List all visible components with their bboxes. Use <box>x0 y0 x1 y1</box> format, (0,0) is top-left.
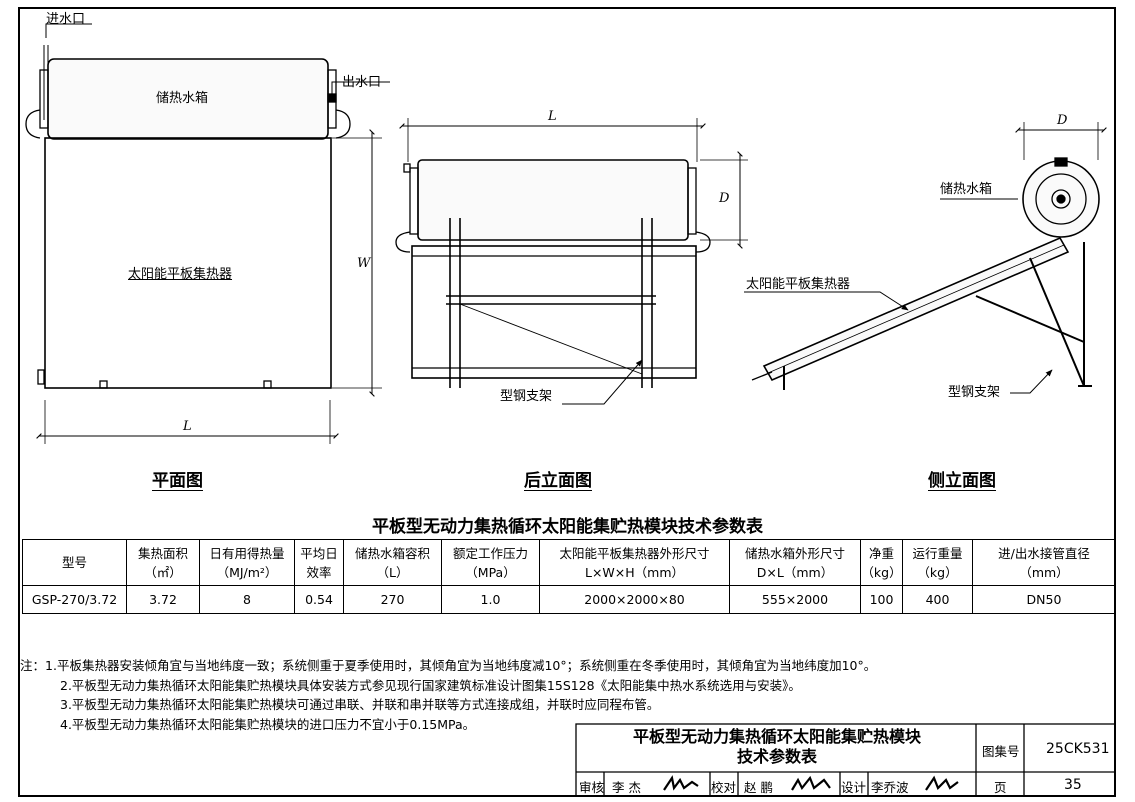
header-operating-weight: 运行重量（kg） <box>902 539 973 586</box>
sheet-border <box>18 7 1116 797</box>
side-collector-label: 太阳能平板集热器 <box>746 277 851 292</box>
note-item: 注：1.平板集热器安装倾角宜与当地纬度一致；系统侧重于夏季使用时，其倾角宜为当地… <box>20 658 877 673</box>
table-title: 平板型无动力集热循环太阳能集贮热模块技术参数表 <box>372 517 763 537</box>
spec-table: 型号 集热面积（㎡） 日有用得热量（MJ/m²） 平均日效率 储热水箱容积（L）… <box>22 539 1116 614</box>
notes-prefix: 注： <box>20 658 46 673</box>
atlas-label: 图集号 <box>982 744 1020 759</box>
review-label: 审核 <box>579 780 605 795</box>
inlet-label: 进水口 <box>46 12 86 27</box>
cell-tank-volume: 270 <box>343 585 442 614</box>
side-view-title: 侧立面图 <box>928 471 996 491</box>
cell-daily-heat: 8 <box>199 585 295 614</box>
checker-name: 赵 鹏 <box>744 780 773 795</box>
header-model: 型号 <box>22 539 127 586</box>
note-item: 3.平板型无动力集热循环太阳能集贮热模块可通过串联、并联和串并联等方式连接成组，… <box>60 697 660 712</box>
note-item: 2.平板型无动力集热循环太阳能集贮热模块具体安装方式参见现行国家建筑标准设计图集… <box>60 677 801 693</box>
plan-dim-l: L <box>183 419 192 434</box>
cell-collector-size: 2000×2000×80 <box>539 585 730 614</box>
outlet-label: 出水口 <box>342 75 382 90</box>
cell-operating-weight: 400 <box>902 585 973 614</box>
plan-view-title: 平面图 <box>152 471 203 491</box>
signatures <box>663 775 959 791</box>
cell-efficiency: 0.54 <box>294 585 344 614</box>
plan-dim-w: W <box>357 256 371 271</box>
header-net-weight: 净重（kg） <box>860 539 903 586</box>
check-label: 校对 <box>711 780 737 795</box>
header-area: 集热面积（㎡） <box>126 539 200 586</box>
cell-pressure: 1.0 <box>441 585 540 614</box>
page-number: 35 <box>1064 777 1082 793</box>
rear-view-drawing <box>395 118 748 405</box>
notes: 注：1.平板集热器安装倾角宜与当地纬度一致；系统侧重于夏季使用时，其倾角宜为当地… <box>20 656 876 734</box>
reviewer-name: 李 杰 <box>612 780 641 795</box>
cell-model: GSP-270/3.72 <box>22 585 127 614</box>
designer-name: 李乔波 <box>871 780 909 795</box>
cell-area: 3.72 <box>126 585 200 614</box>
design-label: 设计 <box>841 780 867 795</box>
side-view-drawing <box>744 122 1107 394</box>
table-row: GSP-270/3.72 3.72 8 0.54 270 1.0 2000×20… <box>22 585 1116 614</box>
cell-net-weight: 100 <box>860 585 903 614</box>
header-pressure: 额定工作压力（MPa） <box>441 539 540 586</box>
plan-view-drawing <box>25 23 390 444</box>
side-tank-label: 储热水箱 <box>940 182 993 197</box>
title-block-title: 平板型无动力集热循环太阳能集贮热模块 技术参数表 <box>632 727 921 766</box>
side-dim-d: D <box>1057 113 1068 128</box>
rear-dim-l: L <box>548 109 557 124</box>
cell-tank-size: 555×2000 <box>729 585 861 614</box>
note-item: 4.平板型无动力集热循环太阳能集贮热模块的进口压力不宜小于0.15MPa。 <box>60 716 476 732</box>
header-daily-heat: 日有用得热量（MJ/m²） <box>199 539 295 586</box>
cell-pipe-diameter: DN50 <box>972 585 1116 614</box>
table-header-row: 型号 集热面积（㎡） 日有用得热量（MJ/m²） 平均日效率 储热水箱容积（L）… <box>22 539 1116 586</box>
rear-bracket-label: 型钢支架 <box>500 389 553 404</box>
atlas-number: 25CK531 <box>1046 741 1110 757</box>
header-pipe-diameter: 进/出水接管直径（mm） <box>972 539 1116 586</box>
plan-collector-label: 太阳能平板集热器 <box>128 267 233 282</box>
plan-tank-label: 储热水箱 <box>156 91 209 106</box>
side-bracket-label: 型钢支架 <box>948 385 1001 400</box>
header-tank-volume: 储热水箱容积（L） <box>343 539 442 586</box>
title-block-grid <box>575 723 1116 797</box>
page-label: 页 <box>994 780 1007 795</box>
header-efficiency: 平均日效率 <box>294 539 344 586</box>
rear-dim-d: D <box>719 191 730 206</box>
rear-view-title: 后立面图 <box>524 471 592 491</box>
